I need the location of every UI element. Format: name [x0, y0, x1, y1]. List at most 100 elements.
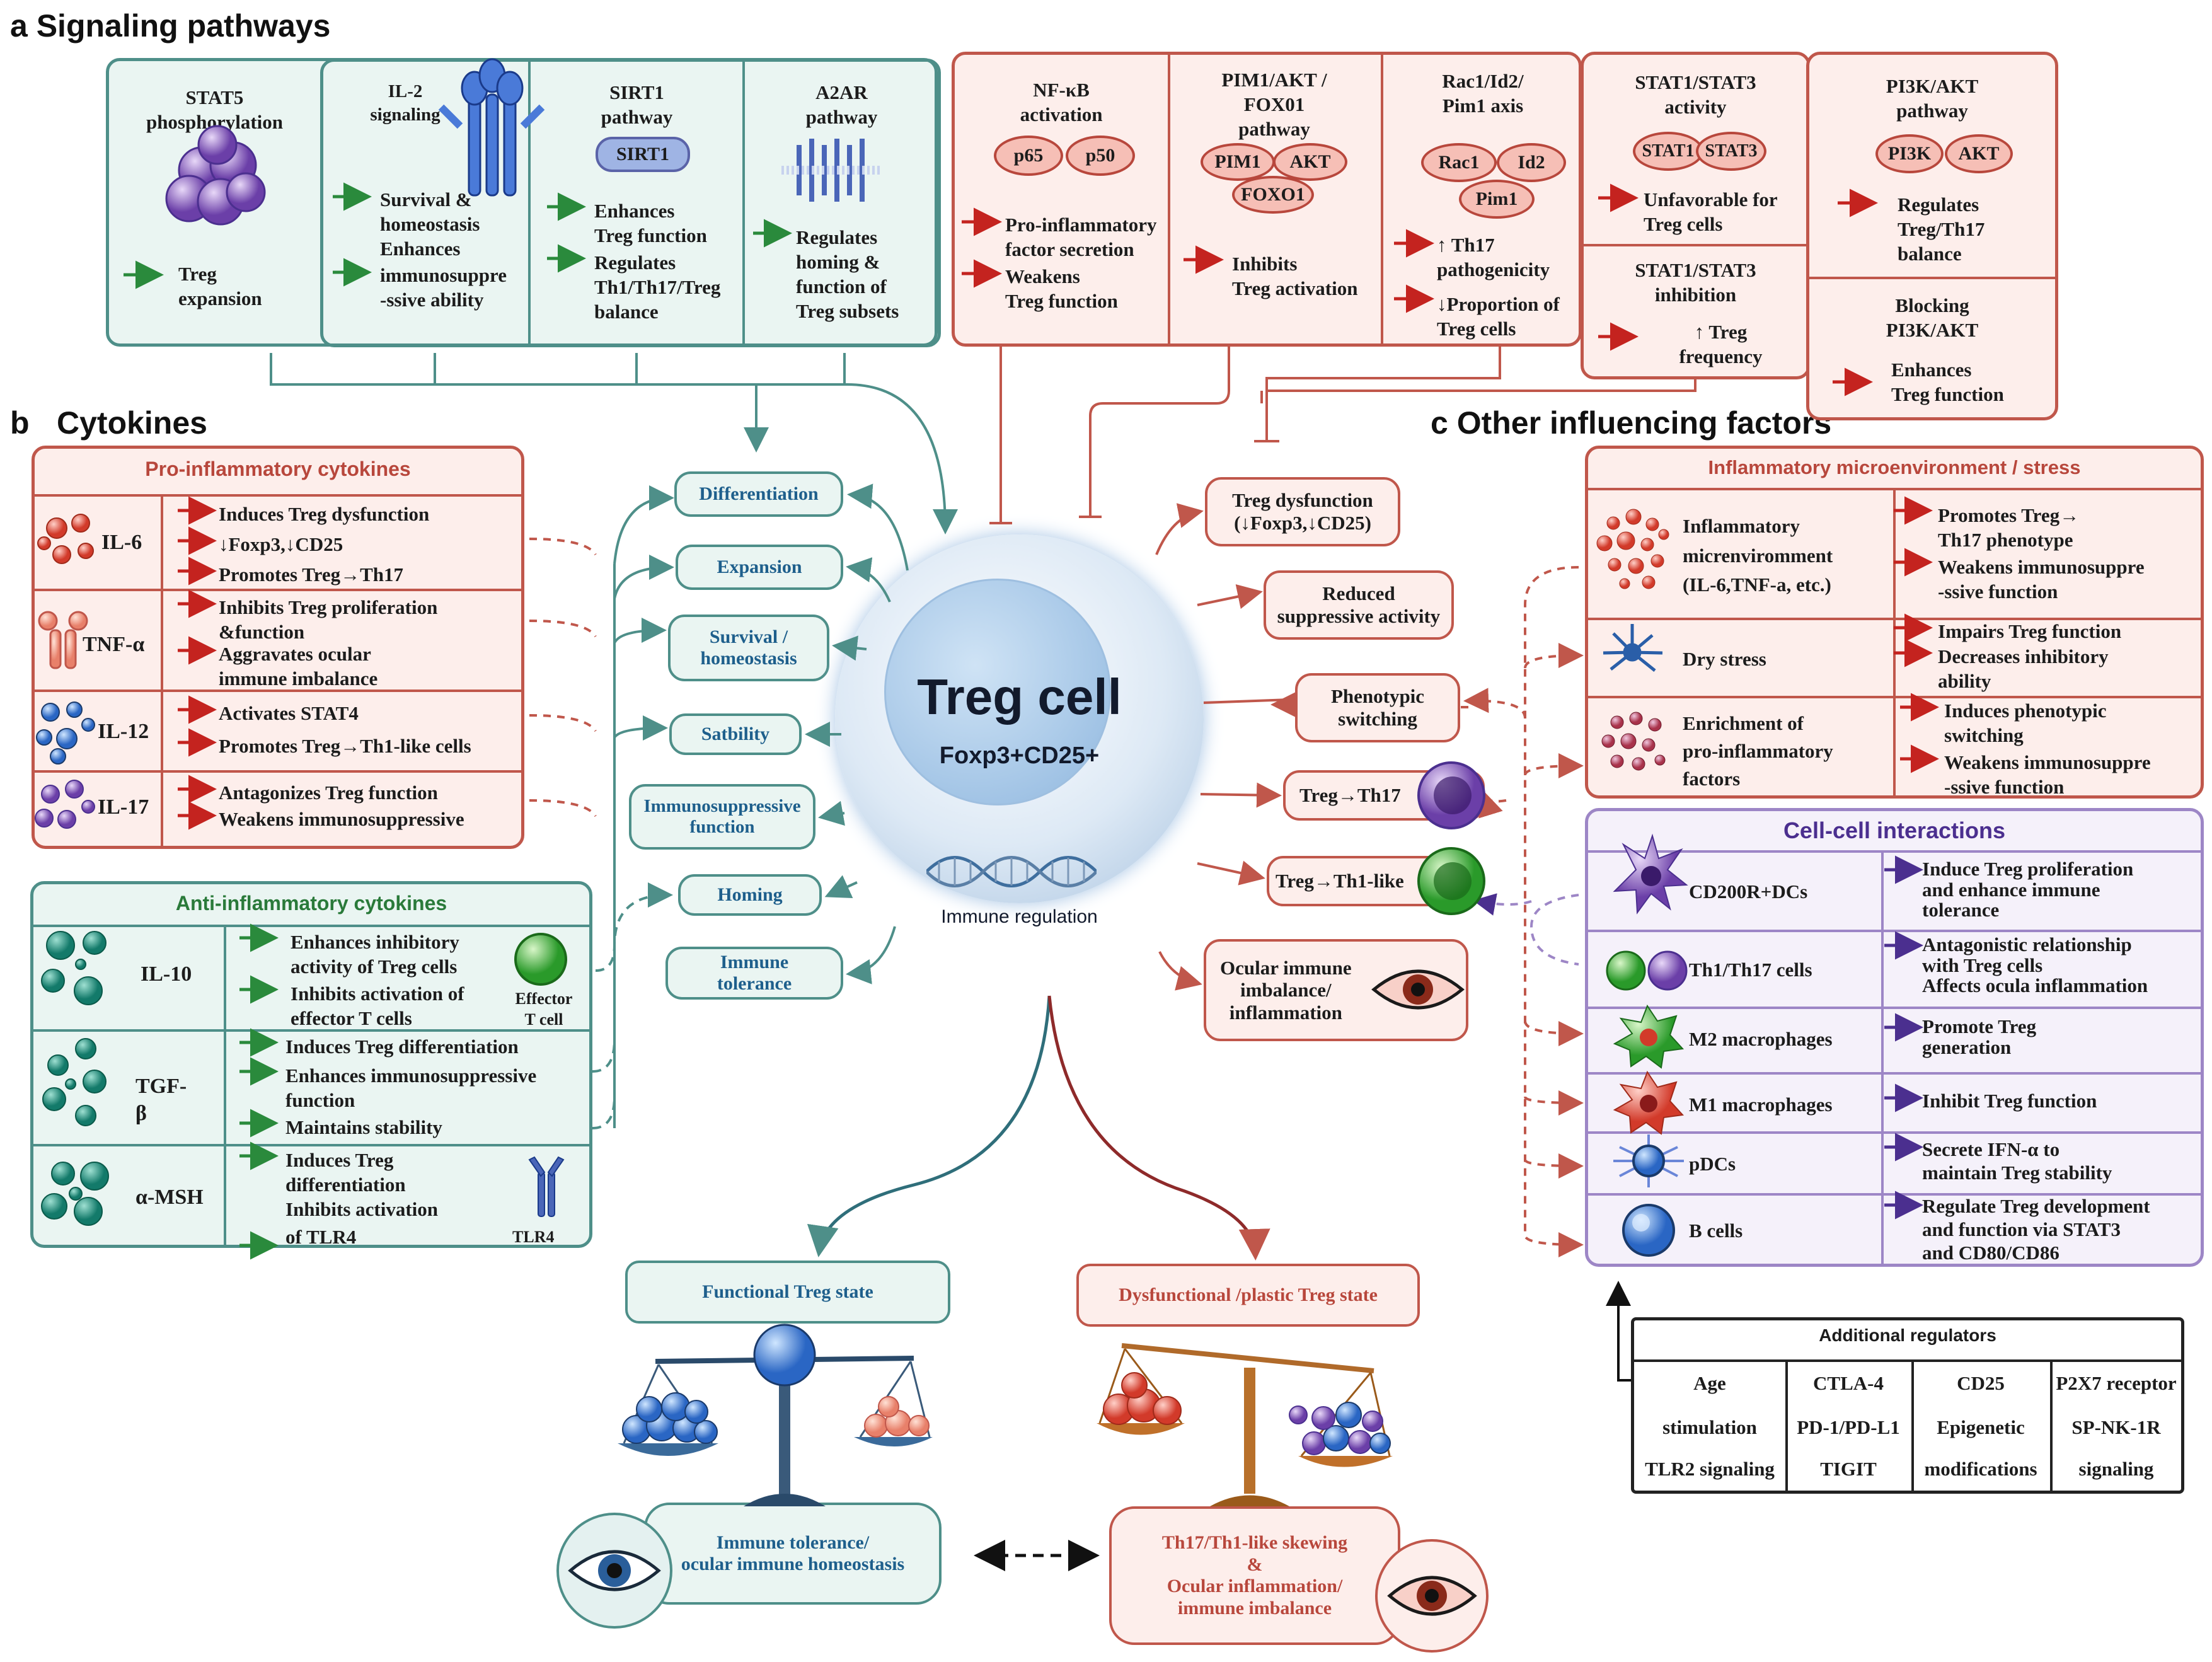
treg-caption: Immune regulation — [941, 906, 1098, 927]
section-c-title: c Other influencing factors — [1431, 405, 1832, 441]
outcome-ocular-imbalance: Ocular immune imbalance/ inflammation — [1204, 939, 1468, 1041]
cytokine-il12: IL-12 — [98, 720, 149, 743]
pathway-rac1-effect-1: ↑ Th17 pathogenicity — [1437, 234, 1550, 281]
cell-b-cells: B cells — [1689, 1220, 1743, 1242]
env-enrichment-effect-2: Weakens immunosuppre -ssive function — [1944, 751, 2151, 799]
section-b-title: Cytokines — [57, 405, 207, 441]
treg-title: Treg cell — [917, 669, 1122, 725]
function-immune-tolerance: Immune tolerance — [665, 947, 843, 1000]
oval-stat3: STAT3 — [1696, 132, 1766, 171]
tnfa-effect-1: Inhibits Treg proliferation &function — [219, 596, 438, 643]
il12-effect-2: Promotes Treg→Th1-like cells — [219, 735, 471, 757]
pathway-sirt1-effect-1: Enhances Treg function — [594, 200, 707, 247]
il17-effect-1: Antagonizes Treg function — [219, 782, 438, 804]
cell-interactions-title: Cell-cell interactions — [1783, 817, 2006, 843]
reg-p2x7: P2X7 receptor — [2056, 1372, 2177, 1394]
reg-pd1: PD-1/PD-L1 — [1797, 1416, 1900, 1438]
env-dry-effect-1: Impairs Treg function — [1938, 620, 2122, 642]
pathway-pi3k-effect: Regulates Treg/Th17 balance — [1898, 193, 1985, 265]
functional-scale-icon — [618, 1324, 933, 1506]
pathway-blocking-effect: Enhances Treg function — [1891, 359, 2004, 406]
inflammatory-panel: Inflammatory microenvironment / stress I… — [1585, 446, 2204, 799]
tgfb-effect-2: Enhances immunosuppressive function — [285, 1065, 537, 1112]
outcome-treg-dysfunction: Treg dysfunction (↓Foxp3,↓CD25) — [1205, 477, 1400, 546]
cytokine-tgfb: TGF- β — [135, 1075, 187, 1125]
oval-rac1: Rac1 — [1421, 143, 1497, 182]
cell-th1-th17: Th1/Th17 cells — [1689, 959, 1812, 981]
pi3k-panel: PI3K/AKT pathway PI3K AKT Regulates Treg… — [1806, 52, 2058, 420]
tgfb-effect-3: Maintains stability — [285, 1116, 442, 1138]
env-enrichment: Enrichment of pro-inflammatory factors — [1683, 712, 1833, 790]
pathway-nfkb-effect-1: Pro-inflammatory factor secretion — [1005, 214, 1157, 261]
sirt1-badge: SIRT1 — [596, 137, 690, 172]
outcome-treg-th1: Treg→Th1-like — [1267, 856, 1468, 906]
additional-regulators-title: Additional regulators — [1819, 1325, 1996, 1345]
reg-age: Age — [1693, 1372, 1726, 1394]
pathway-stat-activity-title: STAT1/STAT3 activity — [1635, 71, 1756, 118]
il6-effect-2: ↓Foxp3,↓CD25 — [219, 533, 343, 555]
dna-icon — [926, 856, 1097, 887]
pathway-pi3k-title: PI3K/AKT pathway — [1886, 75, 1979, 122]
state-functional-result: Immune tolerance/ ocular immune homeosta… — [644, 1503, 942, 1605]
reg-epigenetic: Epigenetic — [1937, 1416, 2025, 1438]
env-inflammatory-effect-2: Weakens immunosuppre -ssive function — [1938, 556, 2145, 603]
cytokine-il10: IL-10 — [141, 962, 192, 986]
oval-stat1: STAT1 — [1633, 132, 1703, 171]
cell-interactions-panel: Cell-cell interactions CD200R+DCs Induce… — [1585, 808, 2204, 1267]
treg-cell: Treg cell Foxp3+CD25+ Immune regulation — [835, 534, 1204, 927]
outcome-phenotypic-switching: Phenotypic switching — [1295, 673, 1460, 742]
section-a-title: a Signaling pathways — [10, 8, 331, 43]
oval-pim1-b: Pim1 — [1459, 180, 1535, 219]
pathway-il2-effect-2: immunosuppre -ssive ability — [380, 264, 507, 311]
pro-inflammatory-title: Pro-inflammatory cytokines — [145, 458, 411, 480]
pathway-il2-title: IL-2 signaling — [370, 81, 441, 125]
cell-b-cells-effect: Regulate Treg development and function v… — [1922, 1195, 2150, 1264]
effector-t-cell-label: Effector T cell — [515, 990, 573, 1029]
state-functional: Functional Treg state — [625, 1261, 950, 1324]
pathway-rac1-title: Rac1/Id2/ Pim1 axis — [1442, 70, 1524, 117]
pathway-sirt1-effect-2: Regulates Th1/Th17/Treg balance — [594, 251, 721, 323]
cytokine-tnfa: TNF-α — [83, 633, 145, 656]
oval-foxo1: FOXO1 — [1232, 176, 1314, 214]
cytokine-il6: IL-6 — [101, 531, 142, 554]
pathway-il2-effect-1: Survival & homeostasis Enhances — [380, 188, 480, 260]
reg-cd25: CD25 — [1957, 1372, 2005, 1394]
cell-m1: M1 macrophages — [1689, 1094, 1833, 1116]
cell-th1-th17-effect: Antagonistic relationship with Treg cell… — [1922, 933, 2148, 997]
function-homing: Homing — [678, 874, 822, 916]
additional-regulators-panel: Additional regulators Age stimulation TL… — [1631, 1317, 2184, 1494]
il6-effect-1: Induces Treg dysfunction — [219, 503, 430, 525]
amsh-effect-1: Induces Treg differentiation Inhibits ac… — [285, 1149, 439, 1221]
dysfunctional-scale-icon — [1097, 1343, 1393, 1506]
pathway-blocking-title: Blocking PI3K/AKT — [1886, 294, 1979, 342]
pathway-sirt1-title: SIRT1 pathway — [601, 81, 673, 129]
oval-p50: p50 — [1066, 136, 1135, 176]
amsh-effect-2: of TLR4 — [285, 1226, 357, 1248]
inflammatory-title: Inflammatory microenvironment / stress — [1708, 456, 2081, 478]
function-survival: Survival / homeostasis — [668, 615, 829, 681]
green-pathways-panel: STAT5 phosphorylation Treg expansion IL-… — [106, 58, 941, 347]
cell-m2-effect: Promote Treg generation — [1922, 1015, 2037, 1058]
pathway-rac1-effect-2: ↓Proportion of Treg cells — [1437, 293, 1560, 340]
function-differentiation: Differentiation — [674, 471, 843, 517]
cell-cd200r-dcs: CD200R+DCs — [1689, 880, 1808, 903]
pathway-stat5-title: STAT5 phosphorylation — [146, 86, 284, 134]
state-dysfunctional: Dysfunctional /plastic Treg state — [1076, 1264, 1420, 1327]
oval-pi3k: PI3K — [1875, 134, 1944, 173]
cell-pdcs-effect: Secrete IFN-α to maintain Treg stability — [1922, 1138, 2112, 1184]
reg-modifications: modifications — [1924, 1458, 2037, 1480]
tgfb-effect-1: Induces Treg differentiation — [285, 1036, 519, 1058]
tnfa-effect-2: Aggravates ocular immune imbalance — [219, 643, 378, 690]
pro-inflammatory-panel: Pro-inflammatory cytokines IL-6 Induces … — [32, 446, 524, 849]
cytokine-amsh: α-MSH — [135, 1186, 204, 1209]
pathway-pim1-title: PIM1/AKT / FOX01 pathway — [1221, 69, 1327, 141]
section-b-letter: b — [10, 405, 30, 441]
pathway-nfkb-title: NF-κB activation — [1020, 79, 1103, 126]
pathway-stat-inhibition-effect: ↑ Treg frequency — [1679, 321, 1763, 368]
il10-effect-1: Enhances inhibitory activity of Treg cel… — [291, 931, 459, 978]
function-immunosuppressive: Immunosuppressive function — [629, 784, 815, 850]
il6-effect-3: Promotes Treg→Th17 — [219, 563, 404, 586]
anti-inflammatory-panel: Anti-inflammatory cytokines IL-10 Enhanc… — [30, 881, 592, 1248]
function-stability: Satbility — [669, 713, 802, 755]
cell-cd200r-effect: Induce Treg proliferation and enhance im… — [1922, 858, 2134, 921]
